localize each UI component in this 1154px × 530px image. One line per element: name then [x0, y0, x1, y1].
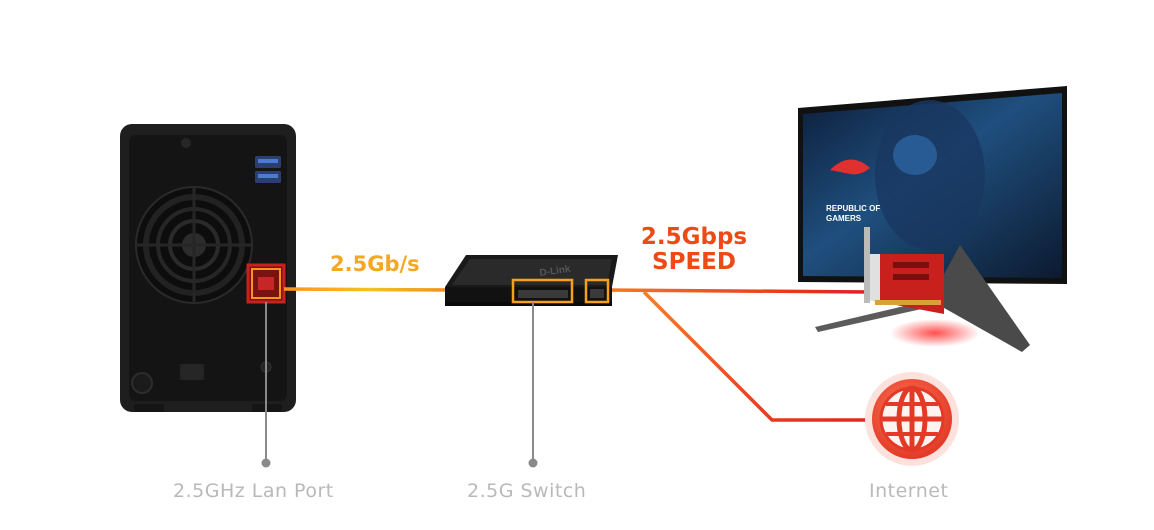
monitor-logo-line2: GAMERS — [826, 214, 862, 223]
network-card — [864, 227, 944, 314]
speed-heading: 2.5Gbps SPEED — [622, 225, 766, 275]
network-switch — [445, 255, 618, 306]
cable-links — [283, 287, 871, 422]
caption-pointers — [261, 302, 538, 468]
switch-caption: 2.5G Switch — [467, 480, 587, 502]
nas-port-caption: 2.5GHz Lan Port — [173, 480, 334, 502]
speed-heading-line1: 2.5Gbps — [640, 224, 748, 250]
speed-heading-line2: SPEED — [652, 249, 736, 275]
switch-brand-text: D-Link — [539, 264, 572, 279]
monitor-logo-line1: REPUBLIC OF — [826, 204, 880, 213]
internet-caption: Internet — [869, 480, 949, 502]
link-speed-label: 2.5Gb/s — [330, 252, 420, 276]
nas-device — [120, 124, 296, 412]
globe-icon — [865, 372, 959, 466]
